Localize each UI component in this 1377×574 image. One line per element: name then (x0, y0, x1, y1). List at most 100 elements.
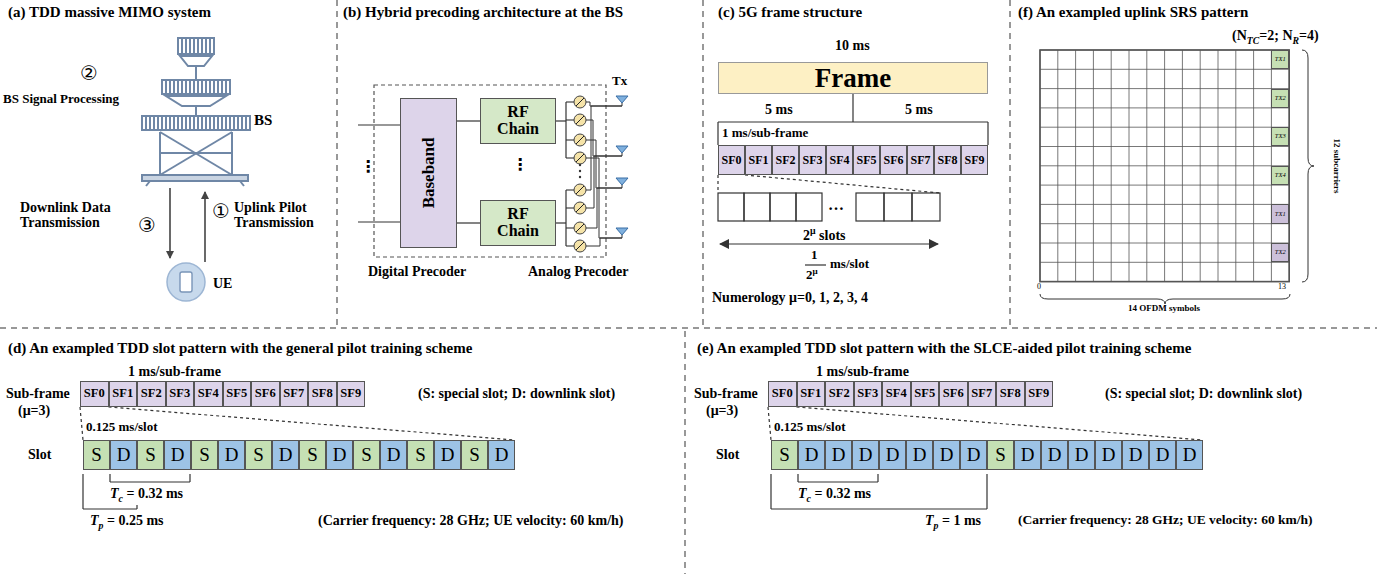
text-label: T (110, 486, 119, 501)
node-box: D (272, 440, 299, 470)
panel-separators (702, 0, 704, 325)
text-label: BS Signal Processing (3, 91, 119, 106)
frame-brackets (717, 175, 718, 193)
node-box: SF7 (280, 381, 309, 407)
text-label: Analog Precoder (528, 264, 628, 279)
node-box: S (407, 440, 434, 470)
link-arrows (204, 192, 206, 262)
frame-brackets (720, 243, 938, 244)
phase-arrow (576, 224, 584, 232)
node-text: SF2 (775, 154, 795, 167)
text-label: =2; N (1259, 28, 1292, 43)
text-label: (Carrier frequency: 28 GHz; UE velocity:… (318, 513, 623, 528)
node-box: D (110, 440, 137, 470)
label-line: (b) Hybrid precoding architecture at the… (343, 4, 623, 21)
ue-icon (180, 272, 192, 292)
label-line: (NTC=2; NR=4) (1232, 28, 1319, 47)
antenna-stem (622, 103, 623, 106)
node-box: D (1149, 440, 1176, 470)
label-line: (f) An exampled uplink SRS pattern (1018, 4, 1248, 21)
node-text: SF1 (748, 154, 768, 167)
label-line: BS (254, 112, 272, 129)
base-station-icon (162, 80, 230, 94)
text-label: (c) 5G frame structure (718, 4, 862, 20)
panel-separators (684, 331, 686, 574)
node-box: SF0 (718, 145, 745, 175)
node-box: SF5 (911, 381, 940, 407)
hybrid-precoder-wiring (358, 221, 400, 222)
antenna-stem (622, 235, 623, 238)
link-arrows (170, 188, 205, 262)
text-label: T (90, 513, 99, 528)
text-label: ① (212, 200, 230, 222)
node-text: SF6 (943, 387, 964, 400)
node-text: TX1 (1275, 211, 1286, 218)
text-label: T (925, 513, 934, 528)
node-box: SF3 (854, 381, 883, 407)
node-text: SF5 (226, 387, 247, 400)
node-text: D (859, 445, 873, 465)
node-text: SF7 (283, 387, 304, 400)
wire (566, 245, 574, 246)
node-text: SF4 (198, 387, 219, 400)
label-line: 0 (1037, 283, 1041, 292)
wire (566, 189, 574, 190)
phase-shifter (574, 240, 586, 252)
grid-braces (1302, 50, 1314, 282)
node-box: D (798, 440, 825, 470)
node-box: S (461, 440, 488, 470)
node-text: SF2 (141, 387, 162, 400)
node-text: SF3 (802, 154, 822, 167)
wire (566, 207, 574, 208)
text-label: (μ=3) (18, 403, 50, 418)
node-text: S (307, 445, 318, 465)
label-line: Sub-frame (694, 386, 758, 401)
base-station-icon (142, 175, 248, 181)
label-line: 14 OFDM symbols (1128, 304, 1200, 314)
node-text: SF1 (112, 387, 133, 400)
frame-brackets (718, 193, 744, 221)
wire (586, 156, 622, 208)
text-label: slots (819, 228, 845, 243)
node-text: D (832, 445, 846, 465)
phase-arrow (576, 116, 584, 124)
node-text: SF9 (1028, 387, 1049, 400)
node-box: SF6 (251, 381, 280, 407)
node-text: D (886, 445, 900, 465)
frame-brackets (718, 121, 988, 122)
node-box: SF0 (80, 381, 109, 407)
node-box: S (987, 440, 1014, 470)
node-text: SF8 (937, 154, 957, 167)
node-text: SF0 (721, 154, 741, 167)
node-box: D (960, 440, 987, 470)
base-station-icon (146, 181, 150, 186)
node-box: SF0 (768, 381, 797, 407)
text-label: (Carrier frequency: 28 GHz; UE velocity:… (1018, 512, 1313, 527)
base-station-icon (240, 181, 244, 186)
node-text: SF8 (1000, 387, 1021, 400)
label-line: Tc= 0.32 ms (798, 486, 871, 505)
node-text: SF0 (772, 387, 793, 400)
label-line: BS Signal Processing (3, 92, 119, 106)
node-box: D (825, 440, 852, 470)
text-label: 1 ms/sub-frame (722, 125, 808, 140)
node-text: S (91, 445, 102, 465)
grid-line (1040, 204, 1289, 205)
node-text: D (1156, 445, 1170, 465)
node-box: Baseband (400, 98, 457, 248)
node-box: SF6 (880, 145, 907, 175)
node-text: D (1129, 445, 1143, 465)
label-line: (Carrier frequency: 28 GHz; UE velocity:… (1018, 513, 1313, 528)
hybrid-precoder-wiring (358, 124, 400, 125)
text-label: BS (254, 112, 272, 128)
hybrid-precoder-wiring (374, 85, 606, 257)
base-station-icon (195, 66, 197, 80)
label-line: 0.125 ms/slot (86, 420, 158, 434)
grid-line (1040, 127, 1289, 128)
slot-brackets (80, 407, 83, 440)
grid-line (1040, 146, 1289, 147)
phase-shifters (566, 96, 628, 252)
text-label: μ (813, 266, 818, 276)
